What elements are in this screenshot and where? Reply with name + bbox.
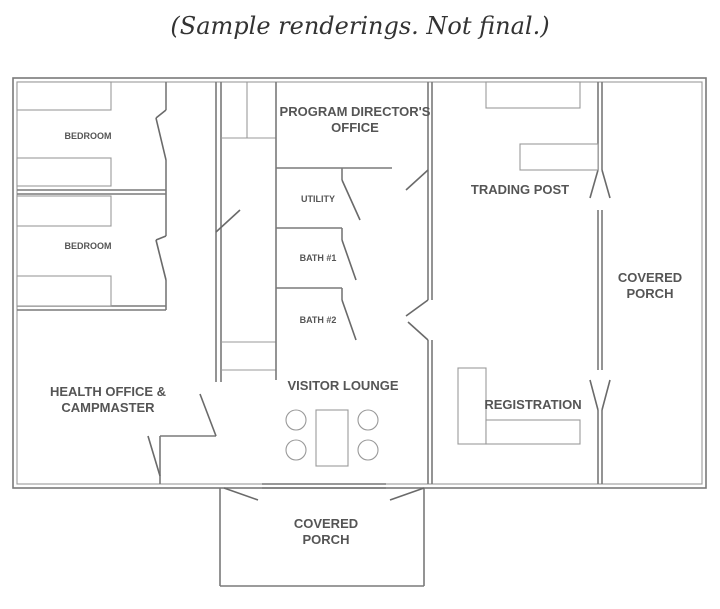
label-covered-porch-right-line1: COVERED [618, 270, 682, 285]
label-health-office-line2: CAMPMASTER [61, 400, 155, 415]
label-program-director-line1: PROGRAM DIRECTOR'S [280, 104, 431, 119]
label-covered-porch-bottom-line2: PORCH [303, 532, 350, 547]
porch-bottom [219, 483, 425, 587]
room-labels: BEDROOM BEDROOM PROGRAM DIRECTOR'S OFFIC… [50, 104, 682, 547]
label-bedroom-bottom: BEDROOM [65, 241, 112, 251]
label-covered-porch-bottom-line1: COVERED [294, 516, 358, 531]
label-bath-2: BATH #2 [300, 315, 337, 325]
label-program-director-line2: OFFICE [331, 120, 379, 135]
label-bath-1: BATH #1 [300, 253, 337, 263]
label-covered-porch-right-line2: PORCH [627, 286, 674, 301]
caption: (Sample renderings. Not final.) [170, 12, 550, 40]
furniture [16, 81, 599, 467]
doors [147, 109, 611, 477]
label-bedroom-top: BEDROOM [65, 131, 112, 141]
label-utility: UTILITY [301, 194, 335, 204]
label-visitor-lounge: VISITOR LOUNGE [288, 378, 399, 393]
label-registration: REGISTRATION [484, 397, 581, 412]
label-health-office-line1: HEALTH OFFICE & [50, 384, 166, 399]
label-trading-post: TRADING POST [471, 182, 569, 197]
